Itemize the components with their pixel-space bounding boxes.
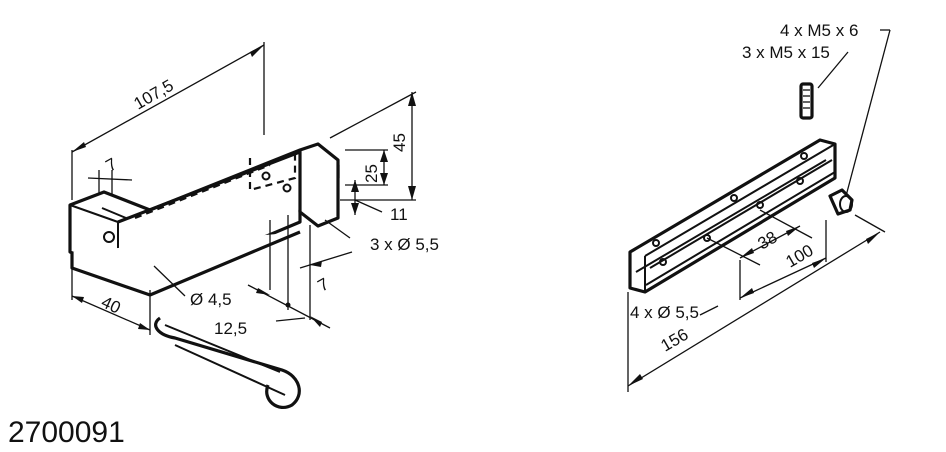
screw-a-label: 4 x M5 x 6: [780, 21, 858, 40]
dim-25: 25: [362, 164, 381, 183]
dim-38: 38: [755, 228, 781, 254]
dim-11: 11: [390, 205, 408, 224]
dim-7-bottom: 7: [315, 274, 333, 295]
dim-holes-right: 4 x Ø 5,5: [630, 303, 699, 322]
dim-100: 100: [783, 241, 817, 272]
dim-holes-left: 3 x Ø 5,5: [370, 235, 439, 254]
dim-length: 107,5: [131, 76, 177, 114]
screw-b-label: 3 x M5 x 15: [742, 43, 830, 62]
bracket-view: [68, 42, 417, 409]
dim-40: 40: [98, 292, 123, 317]
dim-7-top: 7: [103, 154, 121, 175]
rail-view: [627, 29, 891, 392]
dim-12-5: 12,5: [214, 319, 247, 338]
dim-d45: Ø 4,5: [190, 290, 232, 309]
dim-45: 45: [390, 133, 409, 152]
part-number: 2700091: [8, 416, 125, 449]
